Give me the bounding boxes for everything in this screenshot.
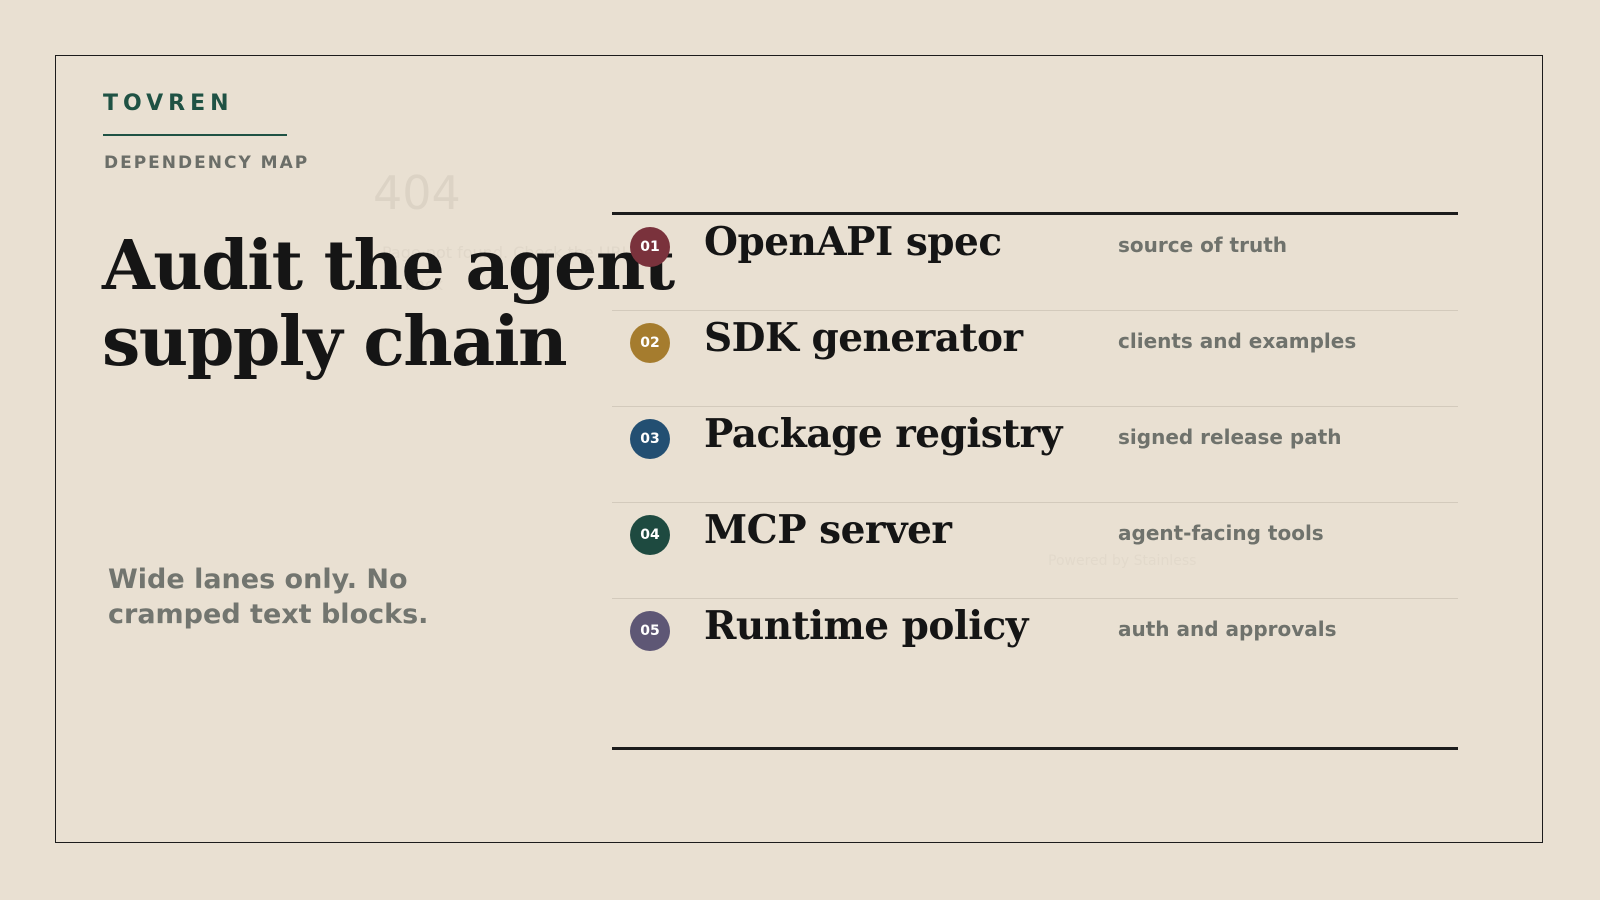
dependency-note: agent-facing tools: [1118, 521, 1324, 545]
dependency-row: 01 OpenAPI spec source of truth: [612, 215, 1458, 311]
ghost-error-link: back: [405, 275, 444, 294]
dependency-row: 02 SDK generator clients and examples: [612, 311, 1458, 407]
step-number-badge: 03: [630, 419, 670, 459]
step-number-badge: 02: [630, 323, 670, 363]
dependency-list: 01 OpenAPI spec source of truth 02 SDK g…: [612, 212, 1458, 750]
dependency-name: MCP server: [704, 507, 952, 553]
dependency-name: Runtime policy: [704, 603, 1028, 649]
dependency-name: OpenAPI spec: [704, 219, 1002, 265]
slide-frame: [55, 55, 1543, 843]
step-number-badge: 05: [630, 611, 670, 651]
dependency-row: 03 Package registry signed release path: [612, 407, 1458, 503]
step-number-badge: 01: [630, 227, 670, 267]
page-title: Audit the agent supply chain: [102, 228, 682, 380]
page-subtitle: Wide lanes only. No cramped text blocks.: [108, 564, 429, 630]
ghost-error-message: Page not found. Check the URL or: [382, 243, 652, 262]
section-kicker: DEPENDENCY MAP: [104, 153, 310, 173]
ghost-error-code: 404: [373, 166, 461, 220]
ghost-footer-text: Powered by Stainless: [1048, 553, 1197, 569]
dependency-note: clients and examples: [1118, 329, 1357, 353]
dependency-note: signed release path: [1118, 425, 1342, 449]
dependency-note: source of truth: [1118, 233, 1287, 257]
brand-name: TOVREN: [103, 91, 234, 116]
dependency-row: 04 MCP server agent-facing tools: [612, 503, 1458, 599]
dependency-note: auth and approvals: [1118, 617, 1337, 641]
dependency-name: Package registry: [704, 411, 1062, 457]
step-number-badge: 04: [630, 515, 670, 555]
page-title-text: Audit the agent supply chain: [102, 226, 675, 382]
dependency-row: 05 Runtime policy auth and approvals: [612, 599, 1458, 695]
dependency-name: SDK generator: [704, 315, 1023, 361]
brand-underline: [103, 134, 287, 136]
